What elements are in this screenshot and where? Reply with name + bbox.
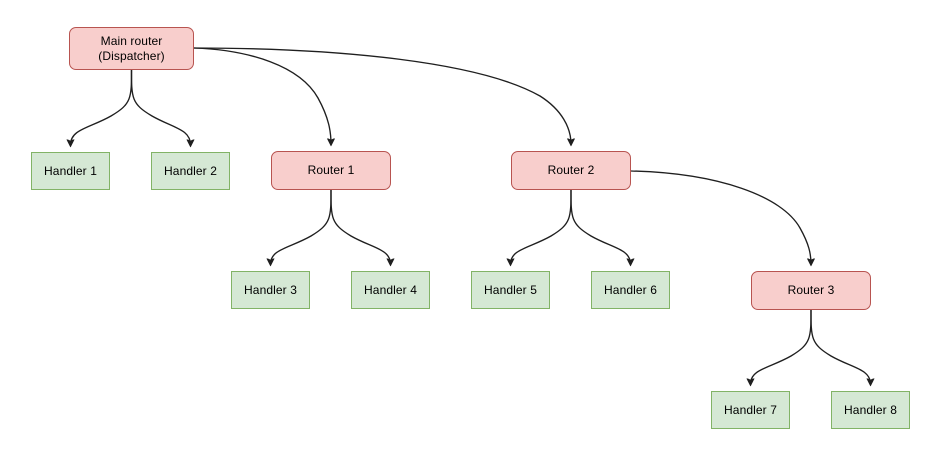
edge-main-to-handler-2: [130, 69, 191, 145]
edge-router-3-to-handler-8: [810, 309, 871, 384]
node-label-handler-8: Handler 8: [844, 402, 897, 417]
edge-router-2-to-handler-5: [511, 189, 572, 264]
edge-main-to-router-2: [193, 47, 571, 144]
edge-router-2-to-handler-6: [570, 189, 631, 264]
edge-main-to-handler-1: [71, 69, 133, 145]
node-label-handler-1: Handler 1: [44, 163, 97, 178]
node-label-handler-3: Handler 3: [244, 282, 297, 297]
node-handler-6[interactable]: Handler 6: [591, 271, 670, 309]
node-handler-8[interactable]: Handler 8: [831, 391, 910, 429]
node-main-router[interactable]: Main router (Dispatcher): [69, 27, 194, 70]
node-router-1[interactable]: Router 1: [271, 151, 391, 190]
node-handler-5[interactable]: Handler 5: [471, 271, 550, 309]
edge-router-2-to-router-3: [630, 170, 811, 264]
edge-router-1-to-handler-4: [330, 189, 391, 264]
node-handler-7[interactable]: Handler 7: [711, 391, 790, 429]
node-router-2[interactable]: Router 2: [511, 151, 631, 190]
node-label-handler-2: Handler 2: [164, 163, 217, 178]
node-label-router-1: Router 1: [307, 163, 355, 178]
node-handler-1[interactable]: Handler 1: [31, 152, 110, 190]
node-handler-2[interactable]: Handler 2: [151, 152, 230, 190]
edge-router-3-to-handler-7: [751, 309, 812, 384]
node-label-handler-7: Handler 7: [724, 402, 777, 417]
node-label-handler-4: Handler 4: [364, 282, 417, 297]
edge-router-1-to-handler-3: [271, 189, 332, 264]
node-label-router-3: Router 3: [787, 283, 835, 298]
node-router-3[interactable]: Router 3: [751, 271, 871, 310]
node-label-handler-6: Handler 6: [604, 282, 657, 297]
node-handler-4[interactable]: Handler 4: [351, 271, 430, 309]
edges-group: [71, 47, 871, 384]
node-label-router-2: Router 2: [547, 163, 595, 178]
edge-main-to-router-1: [193, 47, 331, 144]
node-label-handler-5: Handler 5: [484, 282, 537, 297]
node-handler-3[interactable]: Handler 3: [231, 271, 310, 309]
node-label-main-router: Main router (Dispatcher): [98, 34, 165, 63]
